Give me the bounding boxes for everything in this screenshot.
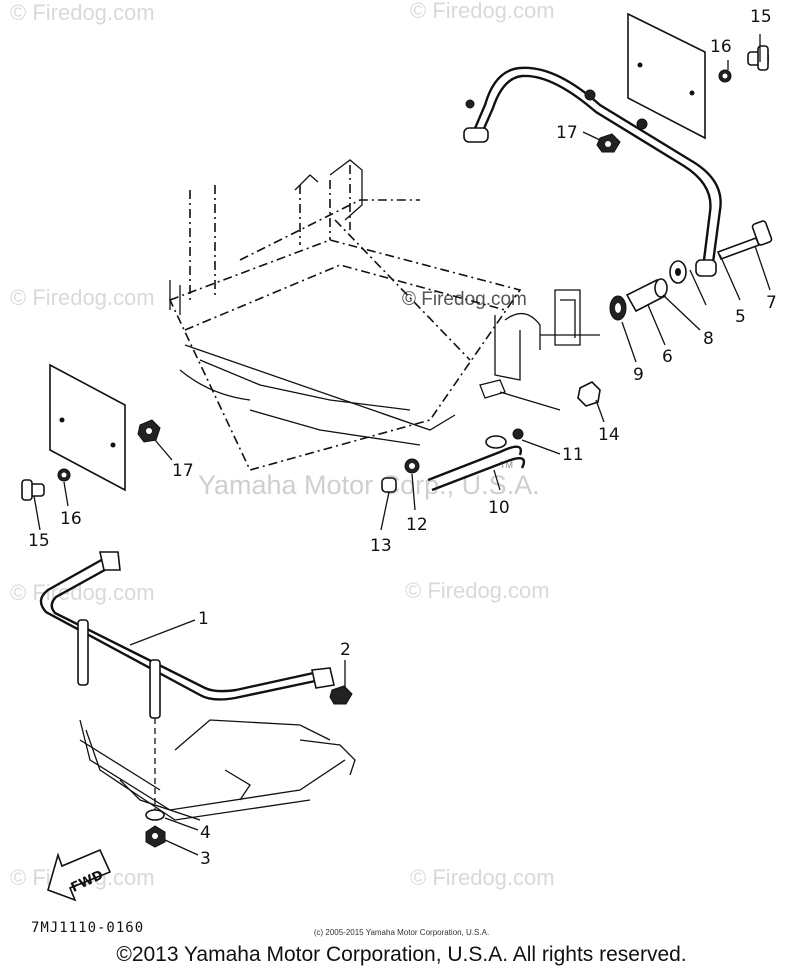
bolt-nut-upper-right xyxy=(718,45,769,83)
copyright-notice: ©2013 Yamaha Motor Corporation, U.S.A. A… xyxy=(116,943,687,966)
nut-14 xyxy=(577,381,601,407)
callouts: 15 16 17 7 5 8 6 9 14 11 10 12 13 17 16 … xyxy=(28,7,777,869)
corporate-watermark: Yamaha Motor Corp., U.S.A. xyxy=(198,470,540,500)
bumper-bracket xyxy=(463,127,489,143)
chassis-frame xyxy=(168,159,600,471)
diagram-code: 7MJ1110-0160 xyxy=(31,920,145,936)
rear-bumper xyxy=(463,66,722,277)
watermark: © Firedog.com xyxy=(10,285,155,310)
lower-frame xyxy=(79,718,356,821)
watermark: © Firedog.com xyxy=(10,0,155,25)
callout-11: 11 xyxy=(562,445,584,465)
reflector-plate-right xyxy=(627,12,706,140)
leader-lines xyxy=(33,34,771,856)
callout-1: 1 xyxy=(198,609,209,629)
callout-4: 4 xyxy=(200,823,211,843)
callout-2: 2 xyxy=(340,640,351,660)
callout-15: 15 xyxy=(750,7,772,27)
callout-5: 5 xyxy=(735,307,746,327)
bumper-mount-eye xyxy=(695,259,717,277)
callout-13: 13 xyxy=(370,536,392,556)
callout-12: 12 xyxy=(406,515,428,535)
callout-7: 7 xyxy=(766,293,777,313)
watermark: © Firedog.com xyxy=(410,865,555,890)
watermark: © Firedog.com xyxy=(410,0,555,23)
trademark-mark: TM xyxy=(500,460,513,470)
callout-3: 3 xyxy=(200,849,211,869)
center-watermark: © Firedog.com xyxy=(402,289,527,310)
callout-10: 10 xyxy=(488,498,510,518)
callout-17: 17 xyxy=(556,123,578,143)
fwd-arrow-icon: FWD xyxy=(47,848,112,902)
watermark: © Firedog.com xyxy=(405,578,550,603)
callout-14: 14 xyxy=(598,425,620,445)
front-bumper xyxy=(39,551,353,719)
mount-hardware xyxy=(609,260,687,321)
callout-16-left: 16 xyxy=(60,509,82,529)
callout-9: 9 xyxy=(633,365,644,385)
watermark-layer: © Firedog.com © Firedog.com © Firedog.co… xyxy=(10,0,555,890)
link-rod-10 xyxy=(381,428,526,493)
nut-17-upper xyxy=(596,133,621,153)
nut-3-4 xyxy=(145,809,166,848)
watermark: © Firedog.com xyxy=(10,580,155,605)
bolt-nut-left xyxy=(21,468,71,501)
callout-15-left: 15 xyxy=(28,531,50,551)
callout-8: 8 xyxy=(703,329,714,349)
callout-16: 16 xyxy=(710,37,732,57)
callout-17-left: 17 xyxy=(172,461,194,481)
bolt-7 xyxy=(716,220,773,261)
callout-6: 6 xyxy=(662,347,673,367)
small-copyright: (c) 2005-2015 Yamaha Motor Corporation, … xyxy=(313,928,490,937)
nut-17-left xyxy=(137,419,161,443)
reflector-plate-left xyxy=(49,363,126,492)
